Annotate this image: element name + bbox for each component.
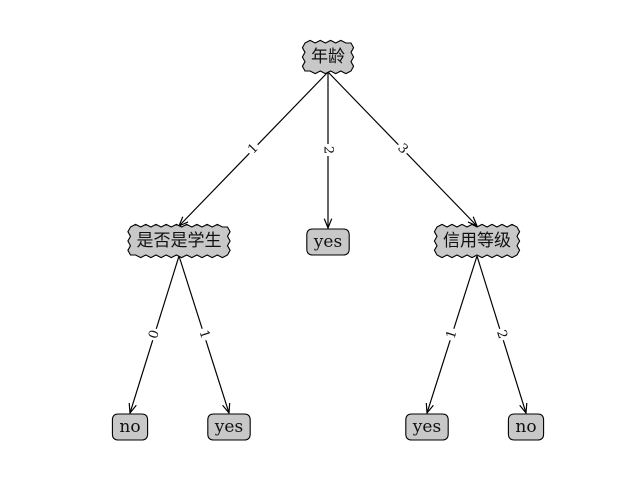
leaf-node-student-no: no bbox=[111, 413, 149, 441]
node-label-student-no: no bbox=[119, 417, 140, 437]
leaf-node-credit-no: no bbox=[507, 413, 545, 441]
decision-node-age: 年龄 bbox=[301, 39, 355, 75]
arrow-head-icon bbox=[222, 402, 231, 415]
leaf-box-credit-no bbox=[507, 413, 545, 441]
edge-credit-credit-yes: 1 bbox=[425, 255, 478, 415]
decision-box-credit bbox=[433, 223, 521, 259]
edge-label-background bbox=[493, 326, 510, 343]
edge-student-student-no: 0 bbox=[128, 255, 180, 415]
leaf-node-mid-yes: yes bbox=[306, 228, 350, 256]
decision-node-credit: 信用等级 bbox=[433, 223, 521, 259]
edge-student-student-yes: 1 bbox=[178, 255, 231, 415]
edge-label-background bbox=[195, 326, 213, 343]
leaf-box-credit-yes bbox=[405, 413, 449, 441]
leaf-node-student-yes: yes bbox=[207, 413, 251, 441]
edge-age-mid-yes: 2 bbox=[321, 72, 336, 230]
leaf-box-student-no bbox=[111, 413, 149, 441]
node-label-credit-no: no bbox=[515, 417, 536, 437]
edge-age-student: 1 bbox=[177, 71, 329, 228]
edge-label-background bbox=[393, 139, 412, 159]
leaf-box-student-yes bbox=[207, 413, 251, 441]
edge-label: 2 bbox=[321, 146, 336, 154]
node-label-mid-yes: yes bbox=[313, 232, 342, 252]
leaf-node-credit-yes: yes bbox=[405, 413, 449, 441]
edge-age-credit: 3 bbox=[327, 71, 479, 228]
node-label-student-yes: yes bbox=[214, 417, 243, 437]
arrow-head-icon bbox=[467, 216, 479, 228]
decision-node-student: 是否是学生 bbox=[127, 223, 231, 259]
arrow-head-icon bbox=[128, 402, 137, 415]
arrow-head-icon bbox=[425, 402, 434, 415]
node-label-age: 年龄 bbox=[311, 47, 345, 67]
node-label-student: 是否是学生 bbox=[137, 231, 222, 251]
node-label-credit-yes: yes bbox=[412, 417, 441, 437]
leaf-box-mid-yes bbox=[306, 228, 350, 256]
edge-label-background bbox=[321, 144, 335, 156]
edge-credit-credit-no: 2 bbox=[476, 255, 528, 415]
arrow-head-icon bbox=[519, 402, 528, 415]
decision-box-age bbox=[301, 39, 355, 75]
arrow-head-icon bbox=[323, 218, 333, 230]
node-label-credit: 信用等级 bbox=[443, 231, 511, 251]
decision-box-student bbox=[127, 223, 231, 259]
edge-label-background bbox=[146, 326, 163, 343]
edge-label-background bbox=[244, 139, 263, 159]
edge-label-background bbox=[443, 326, 461, 343]
